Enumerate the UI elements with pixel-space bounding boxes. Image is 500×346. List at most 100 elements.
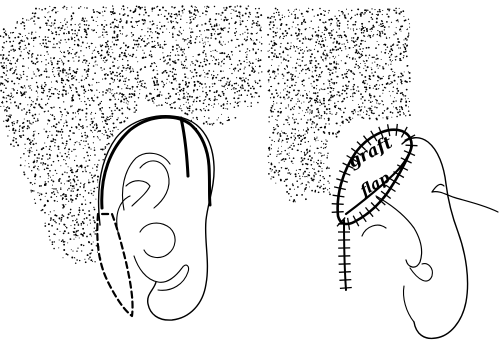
hair-dot (61, 129, 63, 131)
hair-dot (36, 160, 38, 162)
hair-dot (59, 42, 60, 43)
hair-dot (156, 80, 158, 82)
hair-dot (209, 123, 211, 125)
hair-dot (38, 158, 39, 159)
hair-dot (182, 5, 184, 7)
hair-dot (405, 49, 406, 50)
hair-dot (210, 55, 212, 57)
hair-dot (274, 171, 276, 173)
hair-dot (267, 156, 269, 158)
hair-dot (44, 8, 46, 10)
hair-dot (15, 105, 17, 107)
hair-dot (378, 68, 379, 69)
hair-dot (162, 48, 163, 49)
hair-dot (10, 102, 11, 103)
hair-dot (96, 11, 97, 12)
hair-dot (68, 166, 69, 167)
hair-dot (191, 61, 192, 62)
hair-dot (96, 21, 97, 22)
hair-dot (296, 35, 298, 37)
hair-dot (114, 79, 115, 80)
hair-dot (134, 91, 135, 92)
hair-dot (281, 167, 282, 168)
hair-dot (4, 97, 5, 98)
hair-dot (68, 232, 70, 234)
hair-dot (338, 64, 339, 65)
hair-dot (385, 63, 387, 65)
hair-dot (205, 99, 206, 100)
hair-dot (327, 46, 328, 47)
hair-dot (52, 185, 53, 186)
hair-dot (326, 168, 328, 170)
hair-dot (81, 85, 83, 87)
hair-dot (336, 18, 338, 20)
hair-dot (304, 90, 305, 91)
hair-dot (325, 147, 326, 148)
hair-dot (233, 89, 234, 90)
hair-dot (121, 113, 123, 115)
hair-dot (291, 13, 292, 14)
hair-dot (31, 78, 33, 80)
hair-dot (90, 113, 91, 114)
hair-dot (24, 144, 25, 145)
hair-dot (3, 106, 4, 107)
hair-dot (34, 154, 36, 156)
hair-dot (371, 69, 372, 70)
hair-dot (223, 63, 224, 64)
hair-dot (400, 73, 402, 75)
hair-dot (0, 106, 1, 107)
hair-dot (6, 125, 8, 127)
hair-dot (315, 140, 316, 141)
hair-dot (87, 98, 89, 100)
hair-dot (396, 88, 398, 90)
hair-dot (278, 12, 280, 14)
hair-dot (13, 57, 15, 59)
hair-dot (134, 107, 136, 109)
hair-dot (298, 77, 299, 78)
hair-dot (58, 160, 59, 161)
hair-dot (336, 94, 337, 95)
hair-dot (372, 62, 373, 63)
hair-dot (94, 56, 96, 58)
hair-dot (63, 244, 65, 246)
hair-dot (329, 193, 331, 195)
hair-dot (348, 81, 350, 83)
hair-dot (119, 66, 120, 67)
hair-dot (94, 233, 95, 234)
hair-dot (395, 8, 397, 10)
hair-dot (2, 57, 4, 59)
hair-dot (307, 174, 309, 176)
hair-dot (259, 29, 261, 31)
hair-dot (325, 59, 326, 60)
hair-dot (396, 56, 397, 57)
hair-dot (197, 89, 199, 91)
hair-dot (79, 207, 80, 208)
hair-dot (18, 78, 20, 80)
hair-dot (110, 56, 112, 58)
hair-dot (369, 107, 371, 109)
hair-dot (185, 59, 187, 61)
hair-dot (103, 134, 104, 135)
hair-dot (83, 93, 84, 94)
hair-dot (29, 112, 31, 114)
hair-dot (338, 10, 339, 11)
hair-dot (89, 253, 91, 255)
hair-dot (299, 113, 300, 114)
hair-dot (209, 18, 211, 20)
hair-dot (292, 185, 294, 187)
hair-dot (216, 99, 217, 100)
hair-dot (181, 54, 183, 56)
hair-dot (336, 62, 337, 63)
hair-dot (119, 79, 121, 81)
hair-dot (382, 23, 384, 25)
hair-dot (320, 44, 322, 46)
hair-dot (277, 154, 278, 155)
hair-dot (316, 162, 317, 163)
hair-dot (287, 60, 289, 62)
hair-dot (408, 19, 409, 20)
hair-dot (72, 220, 73, 221)
hair-dot (362, 26, 364, 28)
hair-dot (75, 72, 77, 74)
hair-dot (223, 52, 225, 54)
hair-dot (378, 115, 380, 117)
